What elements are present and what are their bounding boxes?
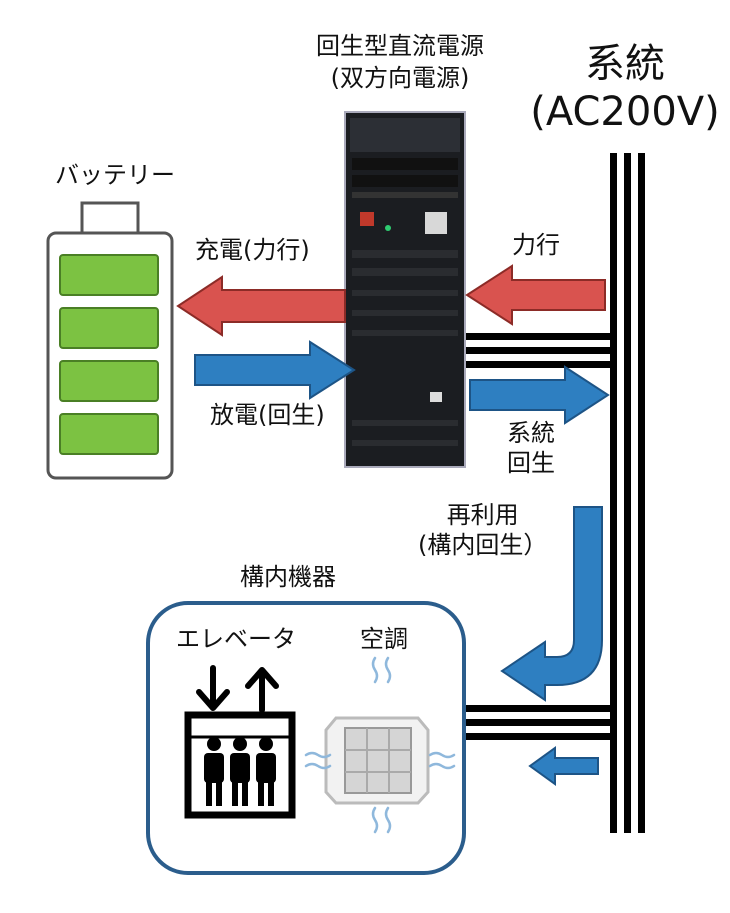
- elevator-icon: [184, 711, 296, 819]
- power-supply-title-line1: 回生型直流電源: [316, 32, 484, 60]
- reuse-line1: 再利用: [446, 501, 519, 529]
- grid-bus: [610, 153, 645, 833]
- elevator-arrows-icon: [196, 665, 279, 713]
- grid-title: 系統 (AC200V): [520, 40, 730, 136]
- grid-regen-arrow: [469, 365, 610, 425]
- powering-label: 力行: [512, 231, 560, 259]
- grid-regen-line2: 回生: [507, 449, 555, 477]
- power-supply-title-line2: (双方向電源): [330, 64, 470, 92]
- battery-cell-1: [59, 254, 159, 296]
- facility-title: 構内機器: [240, 563, 336, 591]
- discharge-arrow: [194, 340, 356, 400]
- supply-branch-lines: [465, 333, 610, 368]
- discharge-label: 放電(回生): [210, 401, 325, 429]
- airflow-icon: [304, 656, 456, 834]
- grid-regen-line1: 系統: [507, 419, 555, 447]
- battery-label: バッテリー: [55, 161, 175, 189]
- battery-cell-3: [59, 360, 159, 402]
- elevator-label: エレベータ: [176, 625, 296, 653]
- grid-voltage-label: (AC200V): [530, 89, 720, 135]
- power-supply-cabinet: [344, 111, 466, 468]
- battery-cell-4: [59, 413, 159, 455]
- grid-title-label: 系統: [585, 41, 665, 87]
- grid-regen-label: 系統 回生: [507, 418, 555, 478]
- reuse-label: 再利用 (構内回生）: [418, 500, 547, 560]
- charge-label: 充電(力行): [195, 236, 310, 264]
- reuse-arrow: [500, 506, 603, 702]
- aircon-icon: [324, 716, 430, 805]
- reuse-line2: (構内回生）: [418, 531, 548, 559]
- battery-cell-2: [59, 307, 159, 349]
- battery-icon: [46, 201, 174, 480]
- powering-arrow: [465, 264, 606, 326]
- facility-return-arrow: [528, 746, 599, 786]
- facility-box: [146, 601, 466, 875]
- aircon-label: 空調: [360, 625, 408, 653]
- power-supply-title: 回生型直流電源 (双方向電源): [290, 30, 510, 94]
- charge-arrow: [176, 275, 346, 337]
- facility-branch-lines: [465, 705, 610, 740]
